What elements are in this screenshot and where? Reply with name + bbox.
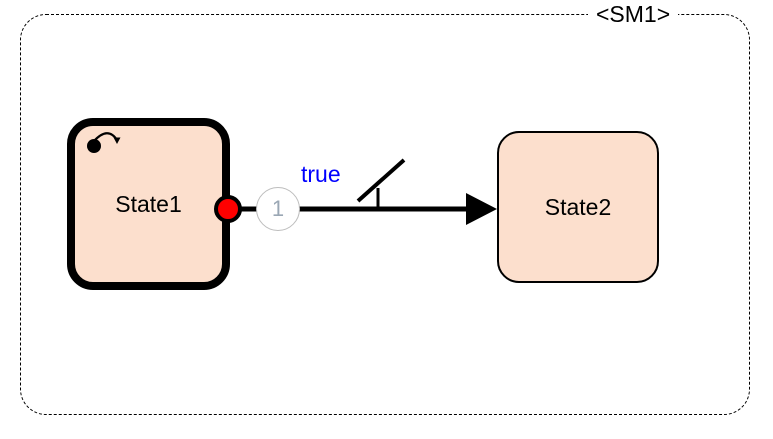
state2-label: State2 (544, 193, 612, 220)
state-machine-frame[interactable] (20, 14, 750, 415)
transition-order-badge[interactable]: 1 (256, 187, 300, 231)
initial-entry-marker-icon (86, 128, 126, 160)
state1-label: State1 (115, 190, 182, 217)
state-machine-title: <SM1> (588, 0, 679, 28)
state-node-state1[interactable]: State1 (67, 118, 230, 290)
state-node-state2[interactable]: State2 (497, 131, 659, 283)
transition-order-label: 1 (271, 196, 285, 221)
state1-output-port[interactable] (214, 195, 242, 223)
transition-guard-label: true (301, 161, 341, 187)
